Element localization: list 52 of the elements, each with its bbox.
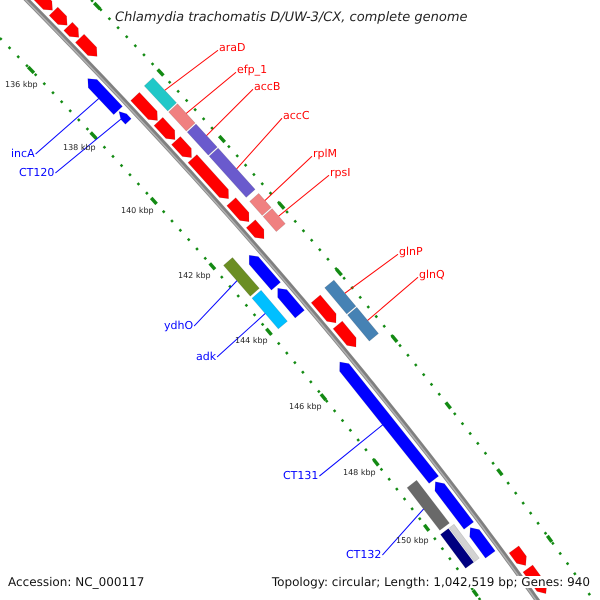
map-title: Chlamydia trachomatis D/UW-3/CX, complete genome bbox=[115, 11, 468, 24]
gene-feature bbox=[118, 111, 132, 125]
gene-label: rpsI bbox=[330, 167, 350, 178]
gene-feature bbox=[406, 480, 450, 531]
scale-label: 144 kbp bbox=[235, 337, 268, 345]
footer-text: Topology: circular; Length: 1,042,519 bp; Genes: 940 bbox=[272, 576, 590, 588]
scale-label: 146 kbp bbox=[289, 403, 322, 411]
gene-label: adk bbox=[196, 351, 216, 362]
leader-line bbox=[216, 313, 266, 358]
leader-line bbox=[382, 508, 424, 556]
footer-text: Accession: NC_000117 bbox=[8, 576, 144, 588]
leader-line bbox=[367, 276, 418, 321]
gene-feature bbox=[339, 362, 440, 484]
scale-label: 148 kbp bbox=[343, 469, 376, 477]
gene-label: CT120 bbox=[19, 167, 54, 178]
leader-line bbox=[186, 72, 236, 114]
gene-label: ydhO bbox=[164, 320, 194, 331]
scale-label: 140 kbp bbox=[121, 207, 154, 215]
leader-line bbox=[236, 118, 282, 170]
gene-label: glnP bbox=[399, 246, 423, 257]
leader-line bbox=[194, 280, 238, 327]
gene-feature bbox=[252, 290, 288, 330]
gene-label: CT132 bbox=[346, 549, 382, 560]
scale-label: 150 kbp bbox=[396, 537, 429, 545]
scale-label: 136 kbp bbox=[5, 81, 38, 89]
gene-feature bbox=[347, 306, 379, 342]
leader-line bbox=[318, 424, 384, 477]
leader-line bbox=[278, 174, 330, 217]
gene-feature bbox=[168, 103, 196, 132]
gene-feature bbox=[324, 280, 356, 314]
gene-feature bbox=[223, 257, 260, 297]
leader-line bbox=[164, 50, 218, 91]
gene-label: CT131 bbox=[283, 470, 318, 481]
gene-feature bbox=[87, 78, 123, 116]
leader-line bbox=[344, 254, 398, 294]
gene-label: rplM bbox=[313, 148, 338, 159]
gene-label: accB bbox=[254, 81, 280, 92]
leader-line bbox=[206, 88, 254, 136]
leader-line bbox=[54, 118, 122, 174]
gene-label: accC bbox=[283, 110, 310, 121]
scale-label: 142 kbp bbox=[178, 272, 211, 280]
leader-line bbox=[264, 156, 312, 201]
gene-label: incA bbox=[11, 148, 35, 159]
leader-line bbox=[35, 98, 100, 155]
gene-feature bbox=[262, 208, 286, 232]
gene-label: araD bbox=[219, 42, 246, 53]
gene-label: glnQ bbox=[419, 269, 445, 280]
gene-feature bbox=[144, 77, 177, 112]
gene-label: efp_1 bbox=[237, 64, 268, 75]
gene-feature bbox=[208, 148, 256, 198]
gene-feature bbox=[249, 192, 272, 216]
gene-feature bbox=[186, 124, 218, 156]
